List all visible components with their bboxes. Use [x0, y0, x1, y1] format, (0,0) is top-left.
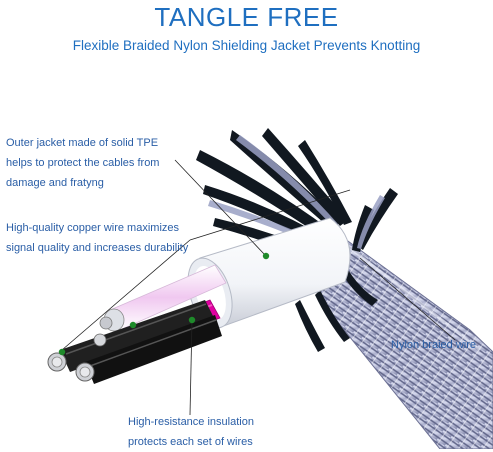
outer-jacket-callout: Outer jacket made of solid TPE helps to …: [6, 133, 159, 193]
callout-line: Nylon braied wire: [391, 339, 476, 351]
callout-line: protects each set of wires: [128, 436, 253, 448]
callout-line: Outer jacket made of solid TPE: [6, 137, 159, 149]
leader-lines: [61, 159, 456, 416]
core-wire-pink: [99, 264, 227, 332]
copper-strand-ends: [47, 333, 107, 382]
page-title: TANGLE FREE: [154, 2, 339, 32]
callout-line: signal quality and increases durability: [6, 242, 189, 254]
nylon-braid-callout: Nylon braied wire: [391, 335, 476, 355]
copper-wire-callout: High-quality copper wire maximizes signa…: [6, 218, 188, 258]
callout-markers: [58, 252, 270, 356]
callout-line: High-quality copper wire maximizes: [6, 222, 180, 234]
callout-line: damage and fratyng: [6, 177, 104, 189]
core-wire-black: [60, 300, 222, 384]
page-subtitle: Flexible Braided Nylon Shielding Jacket …: [72, 38, 421, 53]
insulation-callout: High-resistance insulation protects each…: [128, 412, 254, 452]
callout-line: helps to protect the cables from: [6, 157, 160, 169]
callout-line: High-resistance insulation: [128, 416, 254, 428]
